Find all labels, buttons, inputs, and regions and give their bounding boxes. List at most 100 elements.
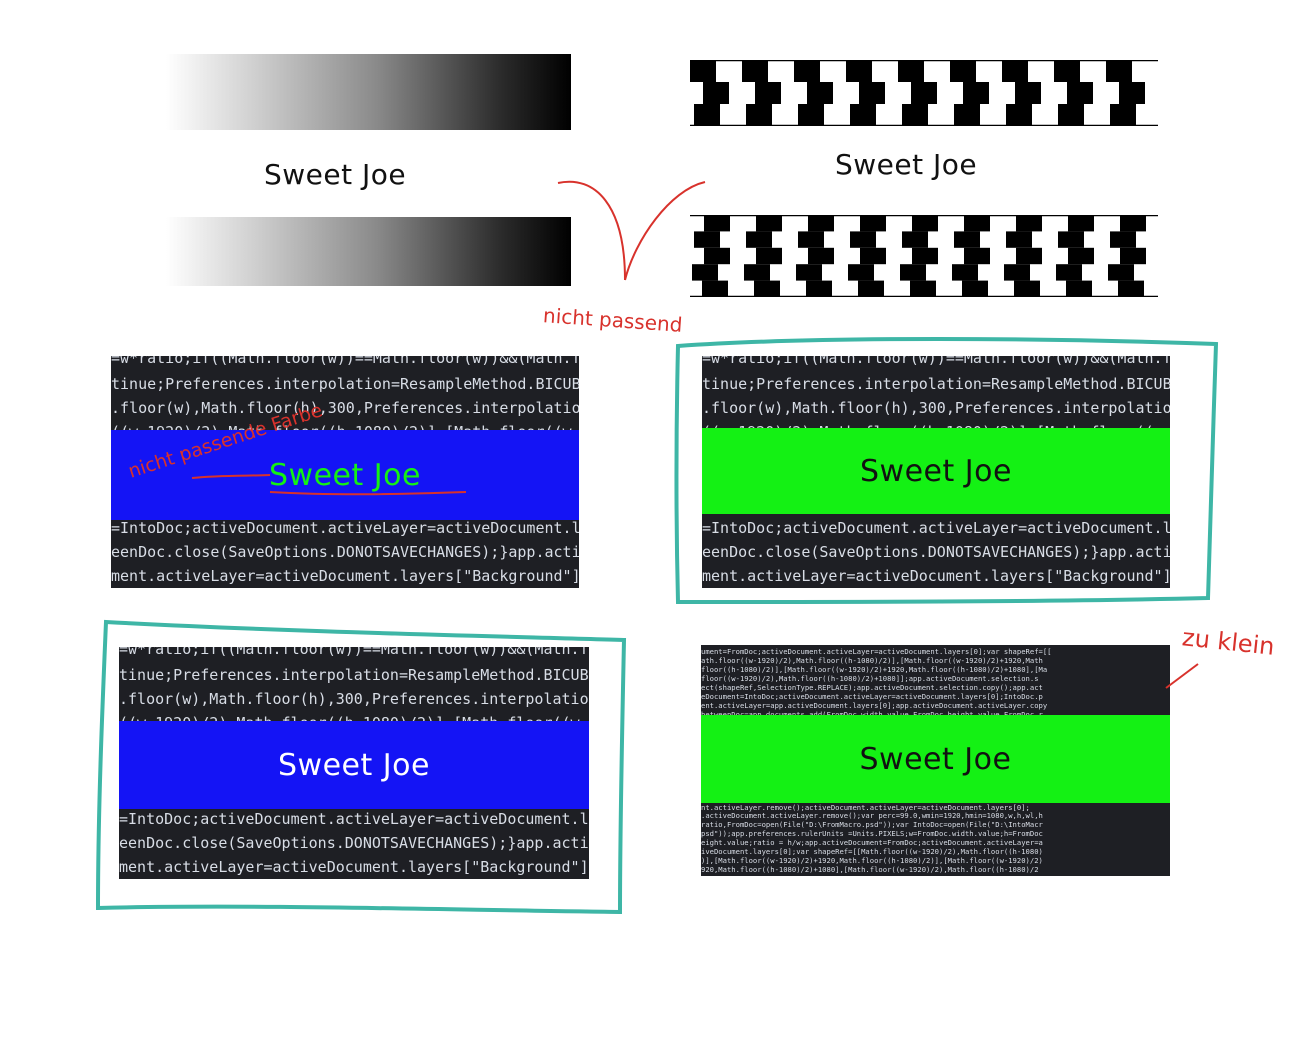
checker-tile [807, 82, 833, 104]
code-panel-mid-left: =w*ratio;if((Math.floor(w))==Math.floor(… [111, 356, 579, 588]
code-line: ect(shapeRef,SelectionType.REPLACE);app.… [701, 683, 1043, 692]
code-line: =w*ratio;if((Math.floor(w))==Math.floor(… [702, 356, 1170, 367]
code-line: floor((w-1920)/2),Math.floor((h-1080)/2)… [701, 674, 1039, 683]
code-line: eenDoc.close(SaveOptions.DONOTSAVECHANGE… [702, 543, 1170, 561]
checker-tile [912, 215, 938, 232]
teal-frame-bottom-left [95, 619, 627, 915]
checker-tile [798, 104, 824, 126]
checker-bar-top [690, 60, 1158, 126]
checker-tile [964, 247, 990, 265]
checker-tile [746, 104, 772, 126]
checker-tile [1119, 82, 1145, 104]
code-line: ument=FromDoc;activeDocument.activeLayer… [701, 647, 1052, 656]
checker-tile [704, 215, 730, 232]
code-line: .floor(w),Math.floor(h),300,Preferences.… [702, 399, 1170, 417]
checker-tile [1002, 60, 1028, 82]
code-line: nt.activeLayer.remove();activeDocument.a… [701, 803, 1030, 812]
red-pointer-line [1165, 663, 1199, 689]
note-too-small: zu klein [1180, 623, 1276, 661]
code-line: =w*ratio;if((Math.floor(w))==Math.floor(… [111, 356, 579, 367]
checker-tile [848, 264, 874, 281]
checker-tile [1120, 247, 1146, 265]
checker-tile [954, 104, 980, 126]
checker-tile [902, 231, 928, 248]
code-line: .floor(w),Math.floor(h),300,Preferences.… [111, 399, 579, 417]
checker-tile [744, 264, 770, 281]
checker-tile [1068, 215, 1094, 232]
checker-tile [704, 247, 730, 265]
checker-tile [1058, 231, 1084, 248]
band-label-black: Sweet Joe [860, 453, 1012, 489]
checker-tile [859, 82, 885, 104]
code-line: =w*ratio;if((Math.floor(w))==Math.floor(… [119, 647, 589, 658]
checker-tile [860, 215, 886, 232]
code-line: .floor(w),Math.floor(h),300,Preferences.… [119, 690, 589, 708]
code-line: ratio,FromDoc=open(File("D:\FromMacro.ps… [701, 820, 1043, 829]
checker-tile [1067, 82, 1093, 104]
code-line: =IntoDoc;activeDocument.activeLayer=acti… [702, 519, 1170, 537]
checker-tile [1106, 60, 1132, 82]
checker-tile [950, 60, 976, 82]
checker-tile [806, 280, 832, 297]
checker-tile [796, 264, 822, 281]
checker-tile [794, 60, 820, 82]
checker-tile [911, 82, 937, 104]
checker-tile [954, 231, 980, 248]
checker-tile [746, 231, 772, 248]
green-band: Sweet Joe [701, 715, 1170, 803]
teal-frame-mid-right [674, 337, 1219, 605]
checker-tile [798, 231, 824, 248]
checker-tile [694, 231, 720, 248]
checker-tile [1110, 104, 1136, 126]
code-line: iveDocument.layers[0];var shapeRef=[[Mat… [701, 847, 1043, 856]
code-line: eenDoc.close(SaveOptions.DONOTSAVECHANGE… [111, 543, 579, 561]
checker-tile [692, 264, 718, 281]
code-line: 920,Math.floor((h-1080)/2)+1080],[Math.f… [701, 865, 1039, 874]
code-line: tinue;Preferences.interpolation=Resample… [119, 666, 589, 684]
checker-tile [1110, 231, 1136, 248]
checker-tile [703, 82, 729, 104]
checker-tile [963, 82, 989, 104]
code-line: .activeDocument.activeLayer.remove();var… [701, 811, 1043, 820]
checker-tile [694, 104, 720, 126]
checker-tile [900, 264, 926, 281]
red-underline [191, 474, 467, 496]
code-line: ath.floor((w-1920)/2),Math.floor((h-1080… [701, 656, 1043, 665]
checker-tile [702, 280, 728, 297]
code-line: =IntoDoc;activeDocument.activeLayer=acti… [111, 519, 579, 537]
checker-tile [1066, 280, 1092, 297]
checker-tile [1004, 264, 1030, 281]
checker-tile [808, 247, 834, 265]
code-panel-mid-right: =w*ratio;if((Math.floor(w))==Math.floor(… [702, 356, 1170, 588]
band-label-black: Sweet Joe [859, 741, 1012, 777]
checker-tile [1014, 280, 1040, 297]
checker-tile [912, 247, 938, 265]
checker-tile [1120, 215, 1146, 232]
checker-tile [952, 264, 978, 281]
code-line: ment.activeLayer=activeDocument.layers["… [111, 567, 579, 585]
checker-tile [910, 280, 936, 297]
checker-tile [1015, 82, 1041, 104]
title-right: Sweet Joe [835, 148, 978, 181]
code-line: ent.activeLayer=app.activeDocument.layer… [701, 701, 1048, 710]
code-line: tinue;Preferences.interpolation=Resample… [111, 375, 579, 393]
checker-tile [742, 60, 768, 82]
checker-tile [860, 247, 886, 265]
code-line: psd"));app.preferences.rulerUnits =Units… [701, 829, 1043, 838]
code-line: =IntoDoc;activeDocument.activeLayer=acti… [119, 810, 589, 828]
checker-tile [1006, 231, 1032, 248]
checker-tile [756, 215, 782, 232]
code-panel-bottom-left: =w*ratio;if((Math.floor(w))==Math.floor(… [119, 647, 589, 879]
checker-tile [962, 280, 988, 297]
checker-tile [1118, 280, 1144, 297]
code-line: ment.activeLayer=activeDocument.layers["… [702, 567, 1170, 585]
checker-tile [846, 60, 872, 82]
checker-tile [1058, 104, 1084, 126]
code-panel-bottom-right: ument=FromDoc;activeDocument.activeLayer… [701, 645, 1170, 876]
checker-tile [754, 280, 780, 297]
checker-tile [1108, 264, 1134, 281]
checker-tile [1016, 215, 1042, 232]
red-arrow-annotation [557, 180, 706, 281]
checker-tile [902, 104, 928, 126]
code-line: betweenDoc=app.documents.add(FromDoc.wid… [701, 710, 1043, 719]
